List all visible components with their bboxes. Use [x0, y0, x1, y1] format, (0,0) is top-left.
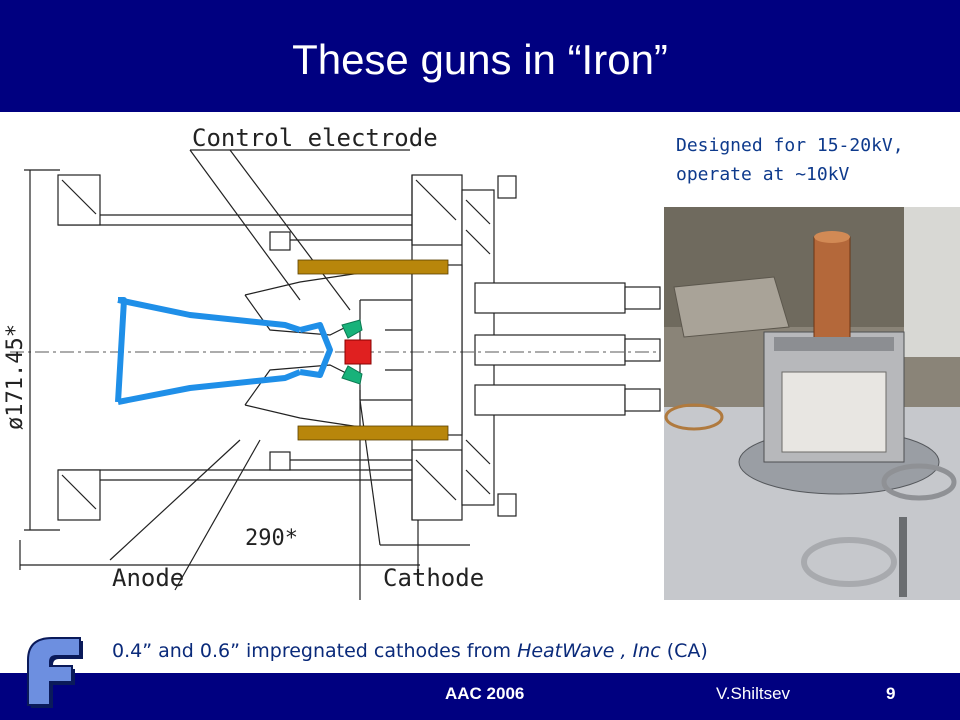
- title-bar: [0, 0, 960, 112]
- caption-company: HeatWave , Inc: [517, 640, 661, 662]
- caption: 0.4” and 0.6” impregnated cathodes from …: [112, 640, 708, 662]
- label-anode: Anode: [112, 564, 184, 592]
- caption-part2: (CA): [660, 640, 708, 662]
- f-logo: [27, 637, 83, 708]
- gun-drawing: Control electrode Anode Cathode 290* ø17…: [3, 124, 661, 600]
- slide-title: These guns in “Iron”: [292, 36, 668, 83]
- label-cathode: Cathode: [383, 564, 484, 592]
- caption-part1: 0.4” and 0.6” impregnated cathodes from: [112, 640, 518, 662]
- label-control-electrode: Control electrode: [192, 124, 438, 152]
- note-line-1: Designed for 15-20kV,: [676, 135, 904, 156]
- page-number: 9: [886, 684, 896, 703]
- dimension-diameter: ø171.45*: [3, 324, 28, 430]
- gun-photo: [664, 207, 960, 600]
- dimension-length: 290*: [245, 526, 298, 551]
- footer-conference: AAC 2006: [445, 684, 525, 703]
- design-note: Designed for 15-20kV, operate at ~10kV: [676, 131, 904, 189]
- note-line-2: operate at ~10kV: [676, 164, 850, 185]
- footer-bar: [0, 673, 960, 720]
- footer-author: V.Shiltsev: [716, 684, 791, 703]
